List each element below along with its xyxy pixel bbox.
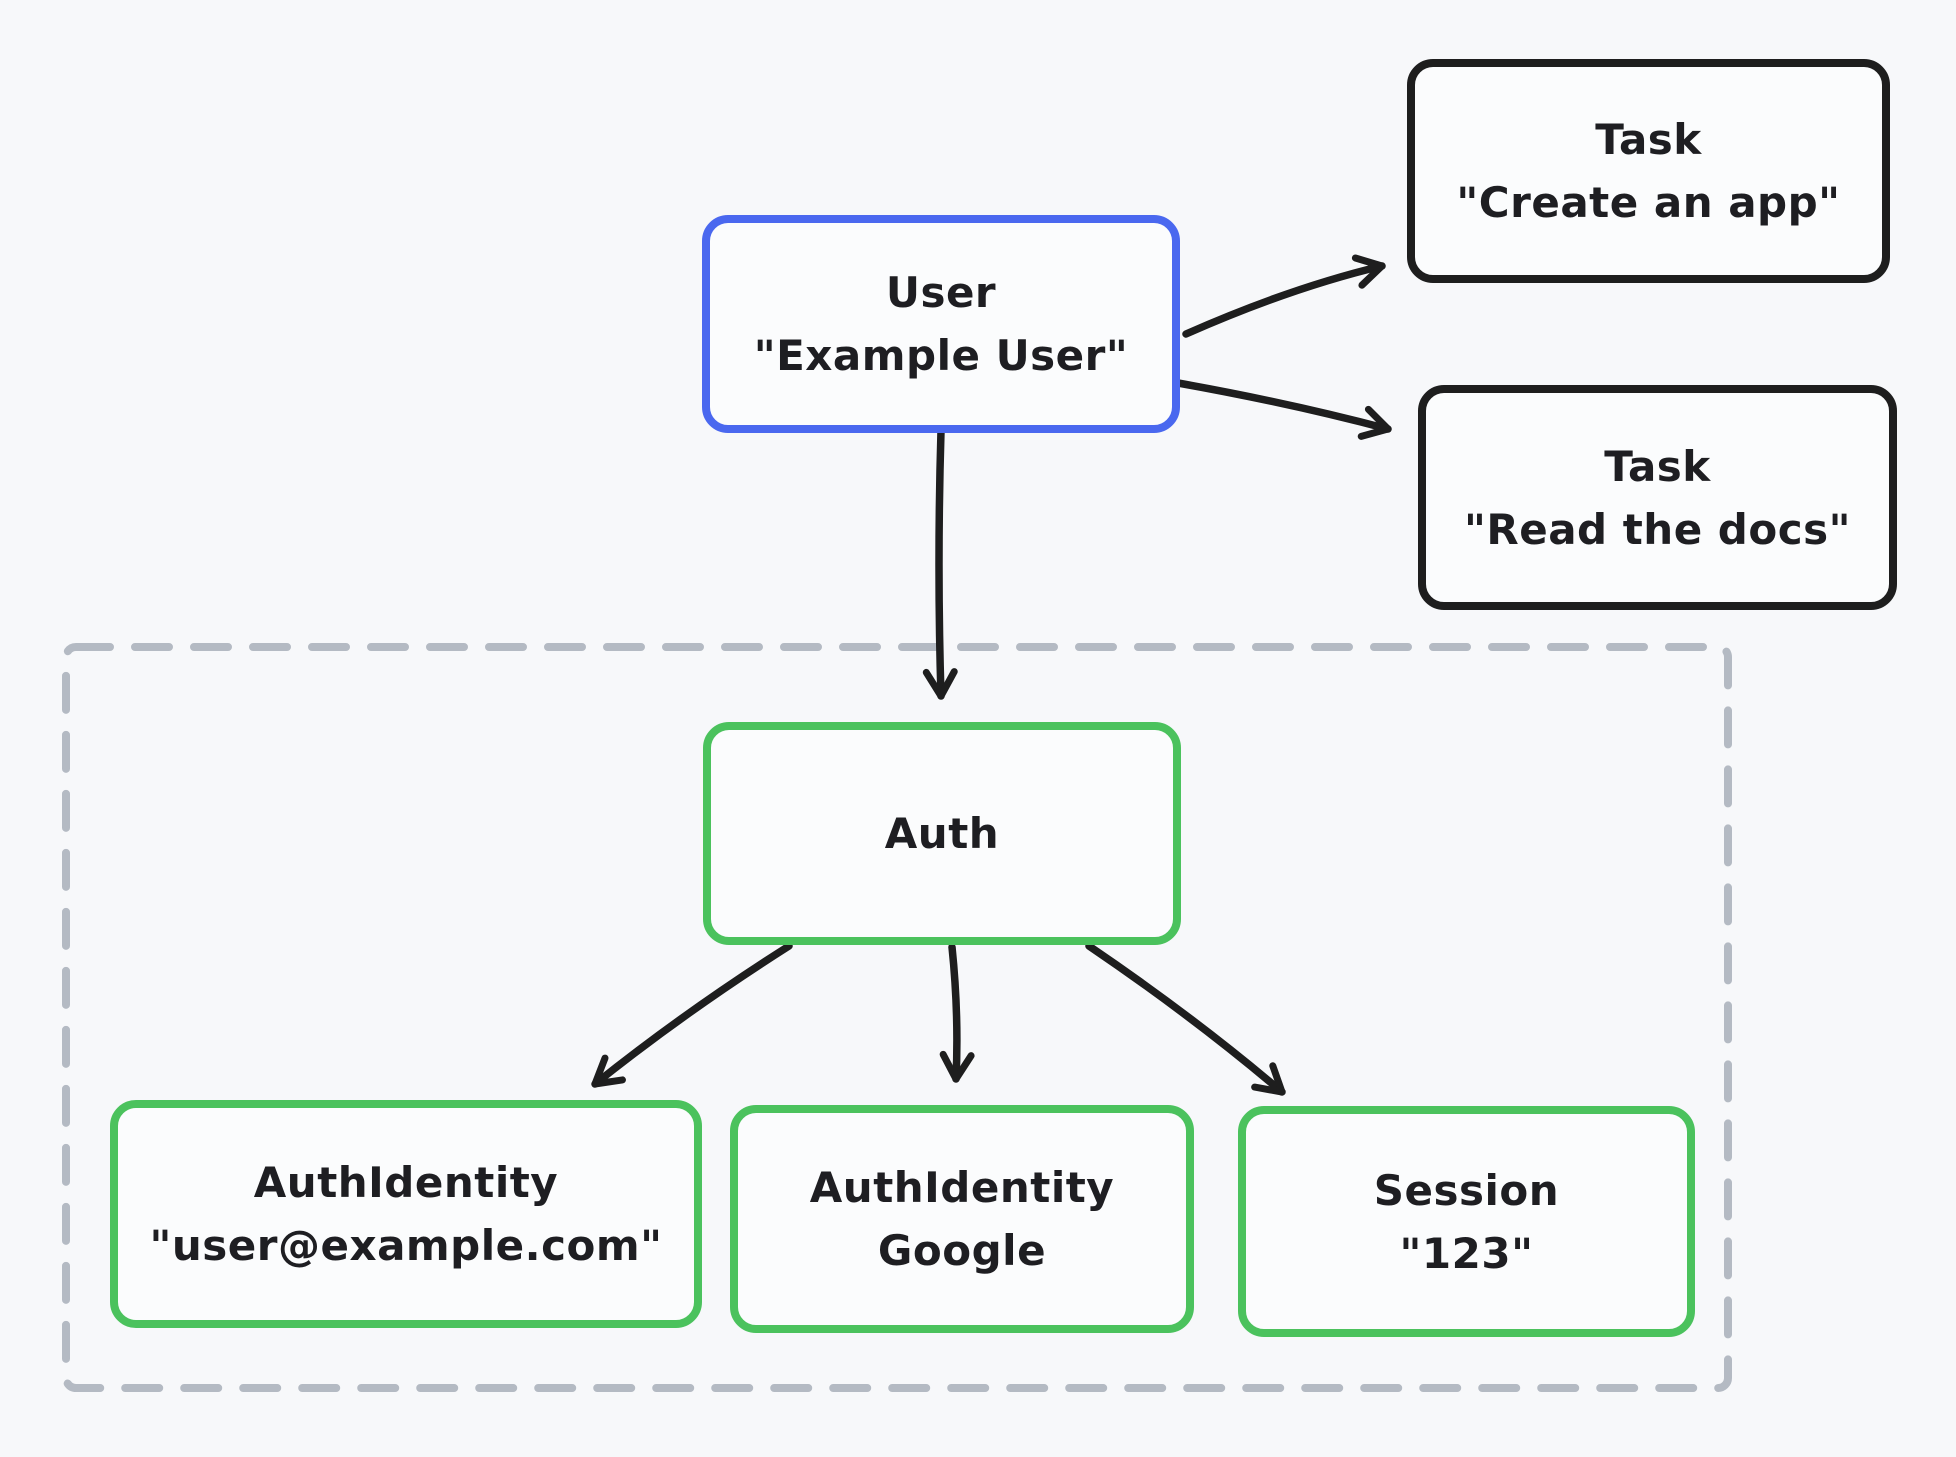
node-title: Session — [1373, 1165, 1560, 1215]
node-subtitle: "123" — [1399, 1228, 1534, 1278]
arrow-user-to-task-create — [1182, 254, 1386, 338]
node-title: Task — [1595, 115, 1702, 164]
node-subtitle: "user@example.com" — [149, 1221, 663, 1270]
node-title: AuthIdentity — [253, 1158, 559, 1207]
node-title: Task — [1604, 441, 1711, 491]
auth-identity-email-node: AuthIdentity "user@example.com" — [110, 1100, 702, 1328]
node-subtitle: "Example User" — [753, 331, 1129, 380]
node-subtitle: "Read the docs" — [1463, 504, 1852, 554]
user-node: User "Example User" — [702, 215, 1180, 433]
arrow-auth-to-identity-email — [591, 942, 793, 1088]
arrow-auth-to-session — [1085, 942, 1286, 1096]
arrow-user-to-auth — [922, 427, 958, 700]
task-read-node: Task "Read the docs" — [1418, 385, 1897, 610]
node-subtitle: Google — [877, 1226, 1047, 1275]
auth-group-container — [62, 643, 1732, 1392]
session-node: Session "123" — [1238, 1106, 1695, 1337]
auth-identity-google-node: AuthIdentity Google — [730, 1105, 1194, 1333]
node-subtitle: "Create an app" — [1456, 178, 1841, 227]
arrow-auth-to-identity-google — [939, 943, 975, 1083]
arrow-user-to-task-read — [1174, 379, 1392, 440]
node-title: Auth — [884, 809, 1000, 858]
auth-node: Auth — [703, 722, 1181, 945]
node-title: User — [885, 268, 997, 317]
node-title: AuthIdentity — [809, 1163, 1115, 1212]
task-create-node: Task "Create an app" — [1407, 59, 1890, 283]
